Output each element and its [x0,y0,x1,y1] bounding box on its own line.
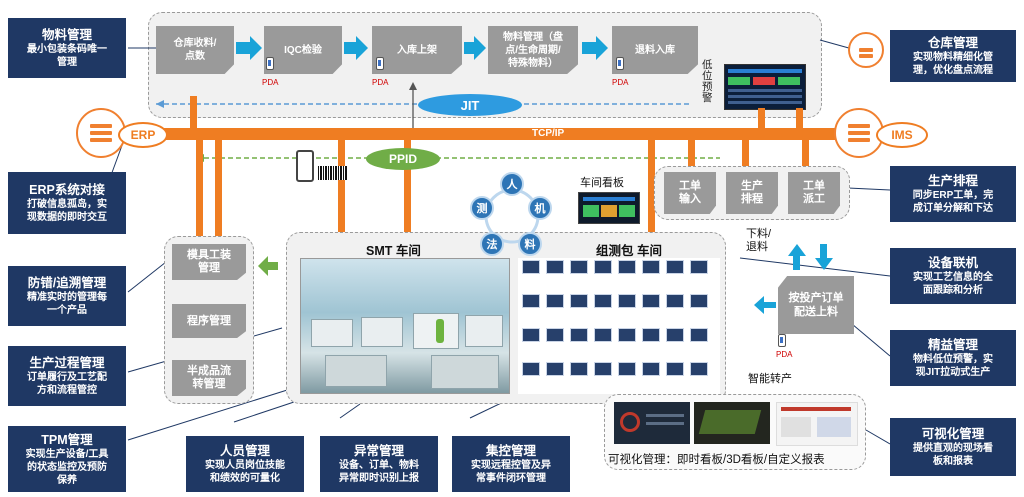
pda-label: PDA [372,78,389,87]
callout-visualization: 可视化管理 提供直观的现场看 板和报表 [890,418,1016,476]
callout-exception: 异常管理 设备、订单、物料 异常即时识别上报 [320,436,438,492]
ims-label: IMS [891,128,913,142]
dispatch-feed-label: 按投产订单 配送上料 [788,292,844,318]
work-order-dispatch-box: 工单 派工 [788,172,840,214]
dashboard-thumb-2 [694,402,770,444]
callout-material-mgmt: 物料管理 最小包装条码唯一 管理 [8,18,126,78]
callout-process-mgmt: 生产过程管理 订单履行及工艺配 方和流程管控 [8,346,126,406]
erp-label: ERP [130,128,156,142]
pda-label: PDA [262,78,279,87]
dispatch-feed-box: 按投产订单 配送上料 [778,276,854,334]
cycle-people: 人 [500,172,524,196]
flow-step-return: 退料入库 [612,26,698,74]
assembly-workshop-title: 组测包 车间 [596,244,662,258]
tcpip-label: TCP/IP [532,128,565,139]
wip-flow-mgmt-box: 半成品流 转管理 [172,360,246,396]
flow-step-receiving: 仓库收料/ 点数 [156,26,234,74]
work-order-input-box: 工单 输入 [664,172,716,214]
bus-drop [190,96,197,128]
bus-drop [796,108,803,128]
flow-step-iqc: IQC检验 [264,26,342,74]
smart-transfer-label: 智能转产 [748,373,792,385]
callout-erp-integration: ERP系统对接 打破信息孤岛，实 现数据的即时交互 [8,172,126,234]
jit-oval: JIT [418,94,522,116]
bus-drop [802,140,809,168]
mold-tooling-mgmt-box: 模具工装 管理 [172,244,246,280]
warehouse-wifi-icon [848,32,884,68]
ims-oval: IMS [876,122,928,148]
jit-label: JIT [460,97,480,113]
flow-step-material-mgmt: 物料管理（盘 点/生命周期/ 特殊物料） [488,26,578,74]
program-mgmt-box: 程序管理 [172,304,246,338]
bus-drop [338,140,345,240]
callout-lean: 精益管理 物料低位预警，实 现JIT拉动式生产 [890,330,1016,386]
tcpip-bus [140,128,844,140]
workshop-board-image [578,192,640,224]
mobile-phone-icon [296,150,314,182]
flow-step-shelving: 入库上架 [372,26,462,74]
dashboard-thumb-3 [776,402,858,446]
flow-arrow-2 [344,36,368,60]
pda-device-icon [616,57,624,70]
cycle-measure: 测 [470,196,494,220]
ppid-oval: PPID [366,148,440,170]
bus-drop [215,140,222,248]
cycle-material: 料 [518,232,542,256]
low-stock-dashboard-image [724,64,806,110]
pda-device-icon [376,57,384,70]
visualization-caption: 可视化管理：即时看板/3D看板/自定义报表 [608,454,825,466]
flow-arrow-3 [464,36,486,60]
barcode-icon [318,166,348,180]
bus-drop [196,140,203,248]
callout-warehouse: 仓库管理 实现物料精细化管 理，优化盘点流程 [890,30,1016,82]
callout-personnel: 人员管理 实现人员岗位技能 和绩效的可量化 [186,436,304,492]
smt-workshop-photo [300,258,510,394]
production-scheduling-box: 生产 排程 [726,172,778,214]
bus-drop [742,140,749,168]
pda-label: PDA [612,78,629,87]
bus-drop [688,140,695,168]
flow-arrow-4 [582,36,608,60]
callout-central-control: 集控管理 实现远程控管及异 常事件闭环管理 [452,436,570,492]
smt-workshop-title: SMT 车间 [366,244,421,258]
cycle-method: 法 [480,232,504,256]
pda-device-icon [778,334,786,347]
bus-drop [404,140,411,232]
assembly-workshop-grid [518,258,720,394]
workshop-board-label: 车间看板 [580,177,624,189]
bus-drop [648,140,655,240]
callout-equipment-link: 设备联机 实现工艺信息的全 面跟踪和分析 [890,248,1016,304]
callout-error-trace: 防错/追溯管理 精准实时的管理每 一个产品 [8,266,126,326]
pda-device-icon [266,57,274,70]
callout-scheduling: 生产排程 同步ERP工单，完 成订单分解和下达 [890,166,1016,222]
erp-oval: ERP [118,122,168,148]
bus-drop [758,108,765,128]
callout-tpm: TPM管理 实现生产设备/工具 的状态监控及预防 保养 [8,426,126,492]
cycle-machine: 机 [528,196,552,220]
erp-server-icon [76,108,126,158]
low-stock-warning-label: 低 位 预 警 [702,59,713,104]
flow-arrow-1 [236,36,262,60]
ppid-label: PPID [388,152,417,166]
feed-return-label: 下料/ 退料 [746,228,772,253]
dashboard-thumb-1 [614,402,690,444]
pda-label: PDA [776,350,793,359]
